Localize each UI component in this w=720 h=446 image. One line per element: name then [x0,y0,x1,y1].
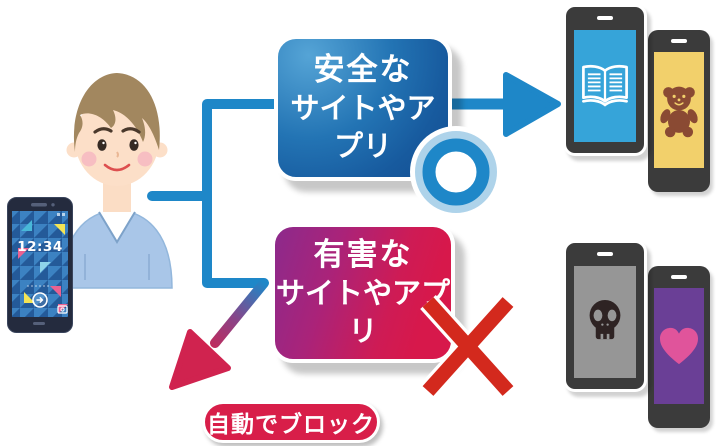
block-arrow-head-icon [169,329,231,390]
speaker-slot [671,39,687,43]
person-illustration [61,73,173,289]
accent-triangle [50,286,61,297]
safe-back-screen [654,52,704,168]
harmful-box-line2: サイトやアプリ [275,276,450,349]
speaker-slot [671,275,687,279]
auto-block-label: 自動でブロック [207,412,375,438]
accent-triangle [18,248,29,259]
eye-right [129,139,139,151]
unlock-arrow-icon[interactable] [36,297,44,303]
cheek-left [81,151,97,167]
eyebrow-left [93,127,113,134]
earpiece [31,203,47,207]
harmful-devices [560,240,716,440]
accent-triangle [40,262,51,273]
harmful-back-screen [654,288,704,404]
branch-line [202,99,292,288]
eye-glint-left [102,141,105,145]
block-arrow-shaft [210,278,269,348]
person-nose [116,151,119,158]
block-cross-icon [420,294,516,398]
harmful-device-front [563,240,647,392]
skull-icon [589,300,621,340]
harmful-sites-box: 有害な サイトやアプリ [271,223,455,363]
eyebrow-right [121,127,141,134]
accent-triangle [54,224,65,235]
notification-dots [27,285,49,287]
front-camera [51,203,55,207]
harmful-device-back [648,266,710,428]
person-phone: 12:34 [7,197,73,333]
eye-left [97,139,107,151]
camera-shortcut-icon[interactable] [57,305,68,314]
shirt-seams [84,254,150,280]
person-undershirt [99,208,135,242]
heart-icon [660,327,698,365]
teddy-bear-icon [660,86,698,138]
person-smile [103,163,131,172]
safe-box-line2: サイトやアプリ [290,91,436,164]
speaker-slot [597,252,613,256]
open-book-icon [582,64,628,107]
cheek-right [137,151,153,167]
person-hair [73,73,160,152]
safe-device-front [563,4,647,156]
accent-triangle [21,220,32,231]
speaker-slot [597,16,613,20]
allow-arrow-head-icon [503,72,561,137]
safe-box-line1: 安全な [313,52,413,89]
safe-device-back [648,30,710,192]
allow-circle-icon [410,126,502,218]
status-icon [57,213,60,216]
eye-glint-right [134,141,137,145]
harmful-front-screen [574,266,636,378]
status-icon [62,213,65,216]
auto-block-badge: 自動でブロック [202,401,380,443]
phone-clock: 12:34 [17,239,62,255]
harmful-box-line1: 有害な [313,237,413,274]
home-bar [33,322,45,325]
safe-front-screen [574,30,636,142]
safe-devices [560,4,716,204]
person-collar [98,211,136,244]
